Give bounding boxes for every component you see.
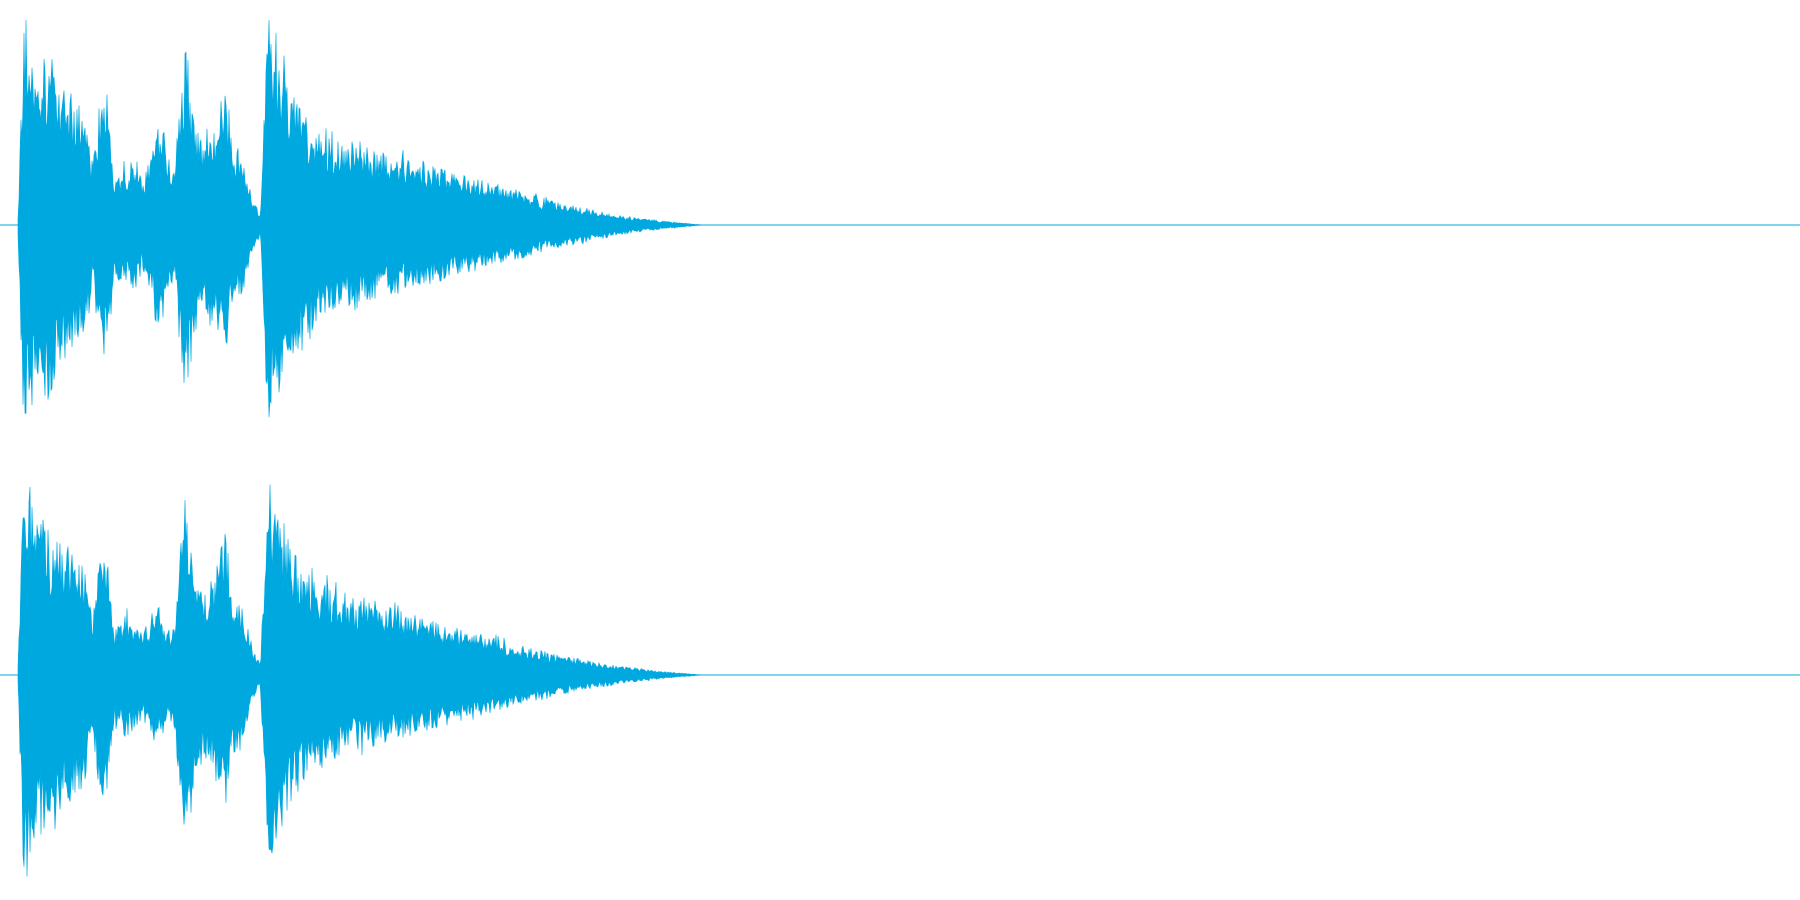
channel-1-amplitude-shape (17, 19, 701, 418)
channel-2-amplitude-shape (17, 484, 701, 877)
channel-2-waveform[interactable] (0, 484, 1800, 877)
channel-1-waveform[interactable] (0, 19, 1800, 418)
